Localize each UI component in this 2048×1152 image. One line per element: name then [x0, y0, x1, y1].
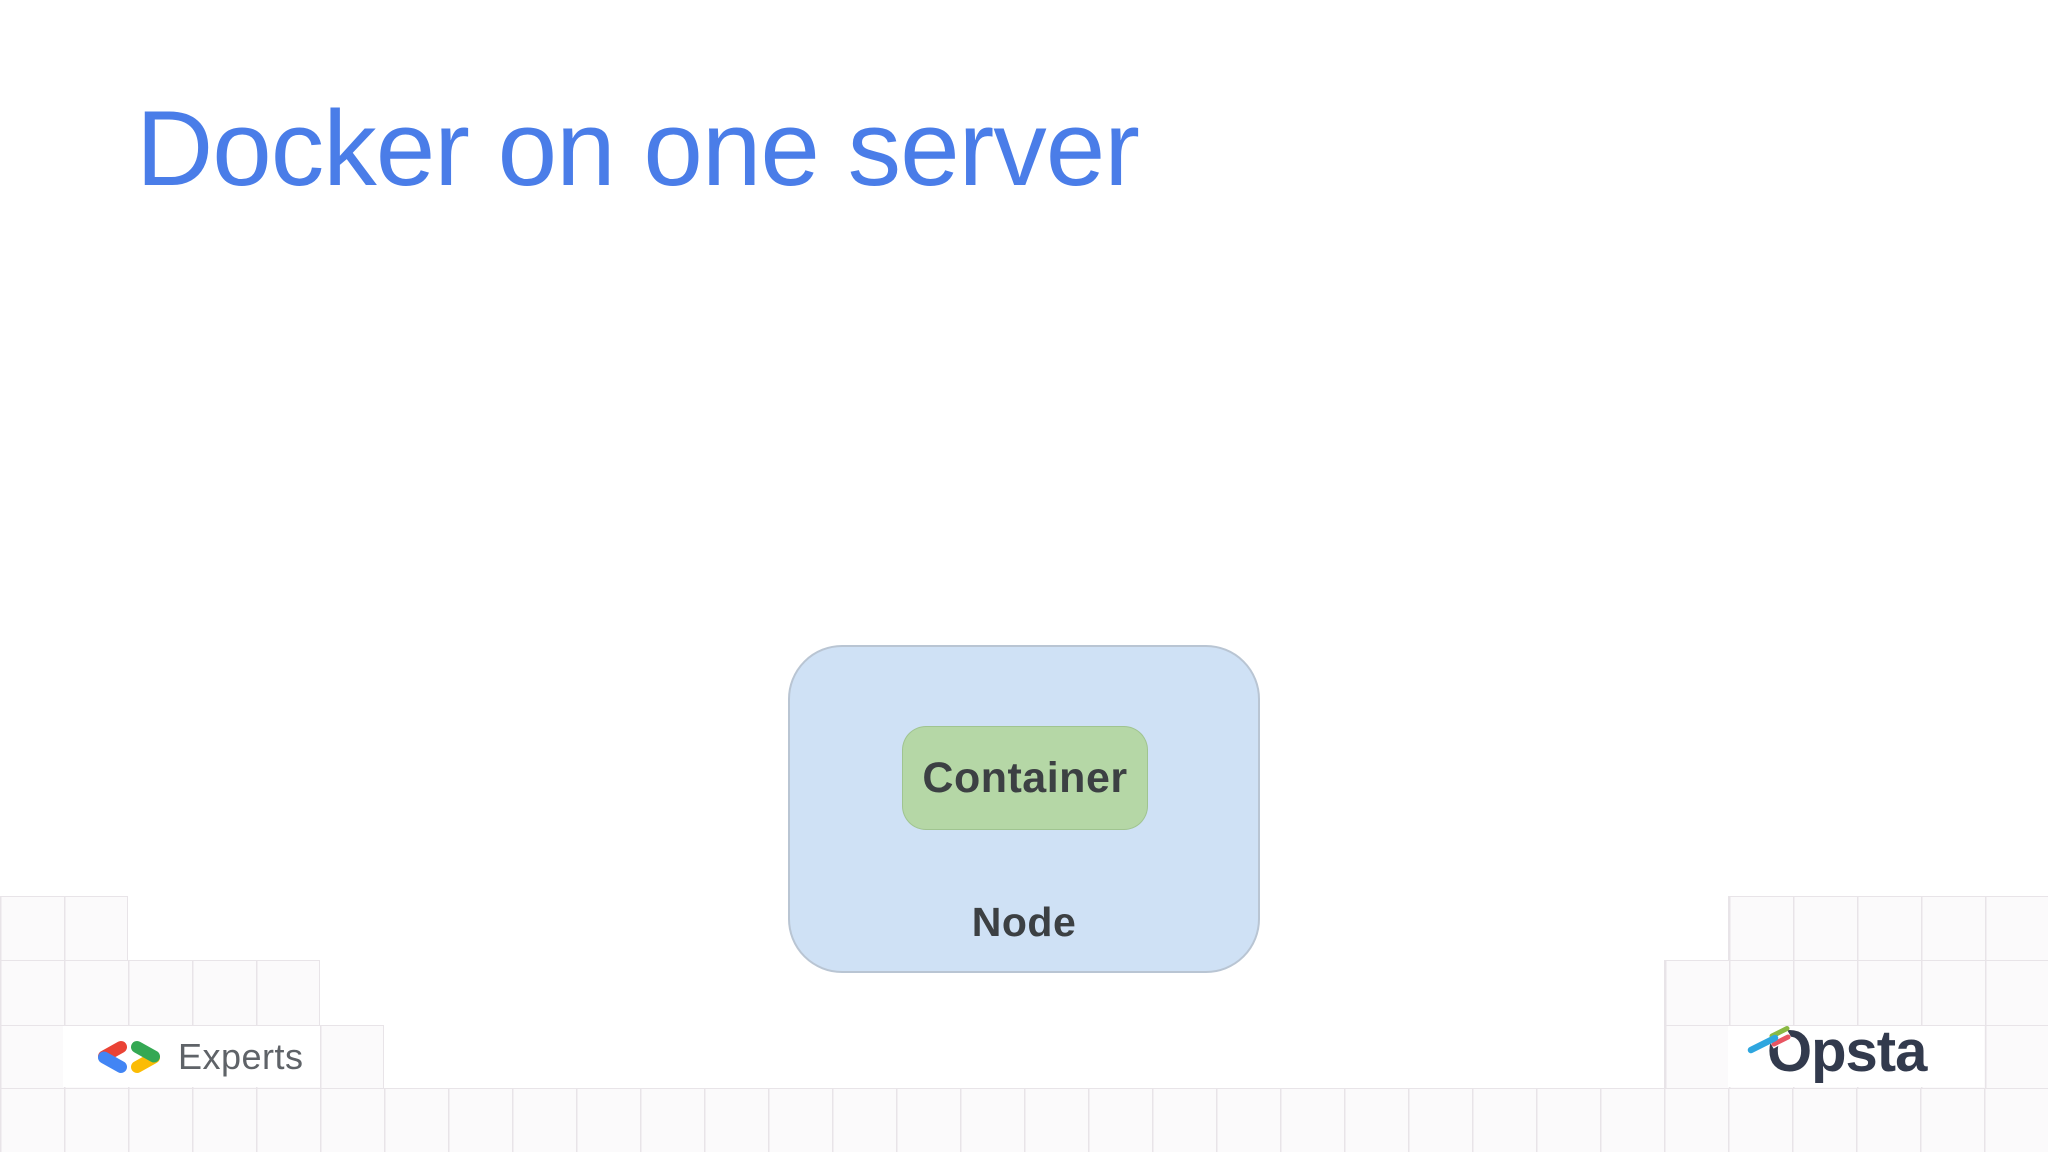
grid-pattern-bottom-right	[1664, 960, 2048, 1025]
chevron-right-green-stroke	[131, 1041, 160, 1063]
chevron-left-blue-stroke	[98, 1051, 127, 1073]
container-label: Container	[922, 753, 1128, 802]
node-box: Container Node	[788, 645, 1260, 973]
grid-pattern-bottom-left	[0, 896, 128, 960]
node-label: Node	[971, 899, 1077, 945]
opsta-stripe-green	[1769, 1026, 1790, 1039]
opsta-logo: Opsta	[1747, 1023, 1927, 1081]
grid-pattern-bottom-row	[0, 1088, 2048, 1152]
container-box: Container	[902, 726, 1148, 830]
code-chevrons-icon	[98, 1041, 160, 1073]
grid-pattern-bottom-right	[1728, 896, 2048, 960]
opsta-stripe-blue	[1747, 1034, 1779, 1054]
grid-pattern-bottom-left	[0, 960, 320, 1025]
opsta-label: Opsta	[1767, 1019, 1927, 1084]
page-title: Docker on one server	[136, 88, 1140, 208]
speed-stripes-icon	[1747, 1026, 1791, 1054]
experts-label: Experts	[178, 1036, 304, 1077]
opsta-stripe-red	[1771, 1034, 1791, 1047]
experts-logo: Experts	[96, 1036, 304, 1077]
